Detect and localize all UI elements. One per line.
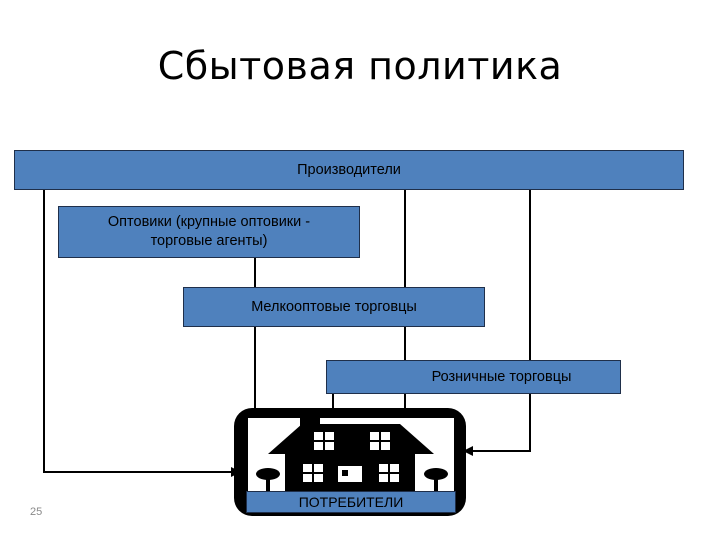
connector-producers-to-consumers-right bbox=[463, 190, 531, 456]
small-wholesale-box: Мелкооптовые торговцы bbox=[183, 287, 485, 327]
small-wholesale-label: Мелкооптовые торговцы bbox=[251, 298, 417, 315]
retail-label: Розничные торговцы bbox=[431, 368, 572, 385]
producers-box: Производители bbox=[14, 150, 684, 190]
page-number: 25 bbox=[30, 506, 43, 518]
retail-box: Розничные торговцы bbox=[326, 360, 621, 394]
slide-title: Сбытовая политика bbox=[157, 44, 563, 88]
producers-label: Производители bbox=[297, 161, 401, 178]
wholesalers-box: Оптовики (крупные оптовики - торговые аг… bbox=[58, 206, 360, 258]
consumers-label: ПОТРЕБИТЕЛИ bbox=[246, 491, 456, 513]
wholesalers-label: Оптовики (крупные оптовики - торговые аг… bbox=[107, 214, 311, 249]
connector-producers-to-consumers-left bbox=[43, 190, 241, 477]
